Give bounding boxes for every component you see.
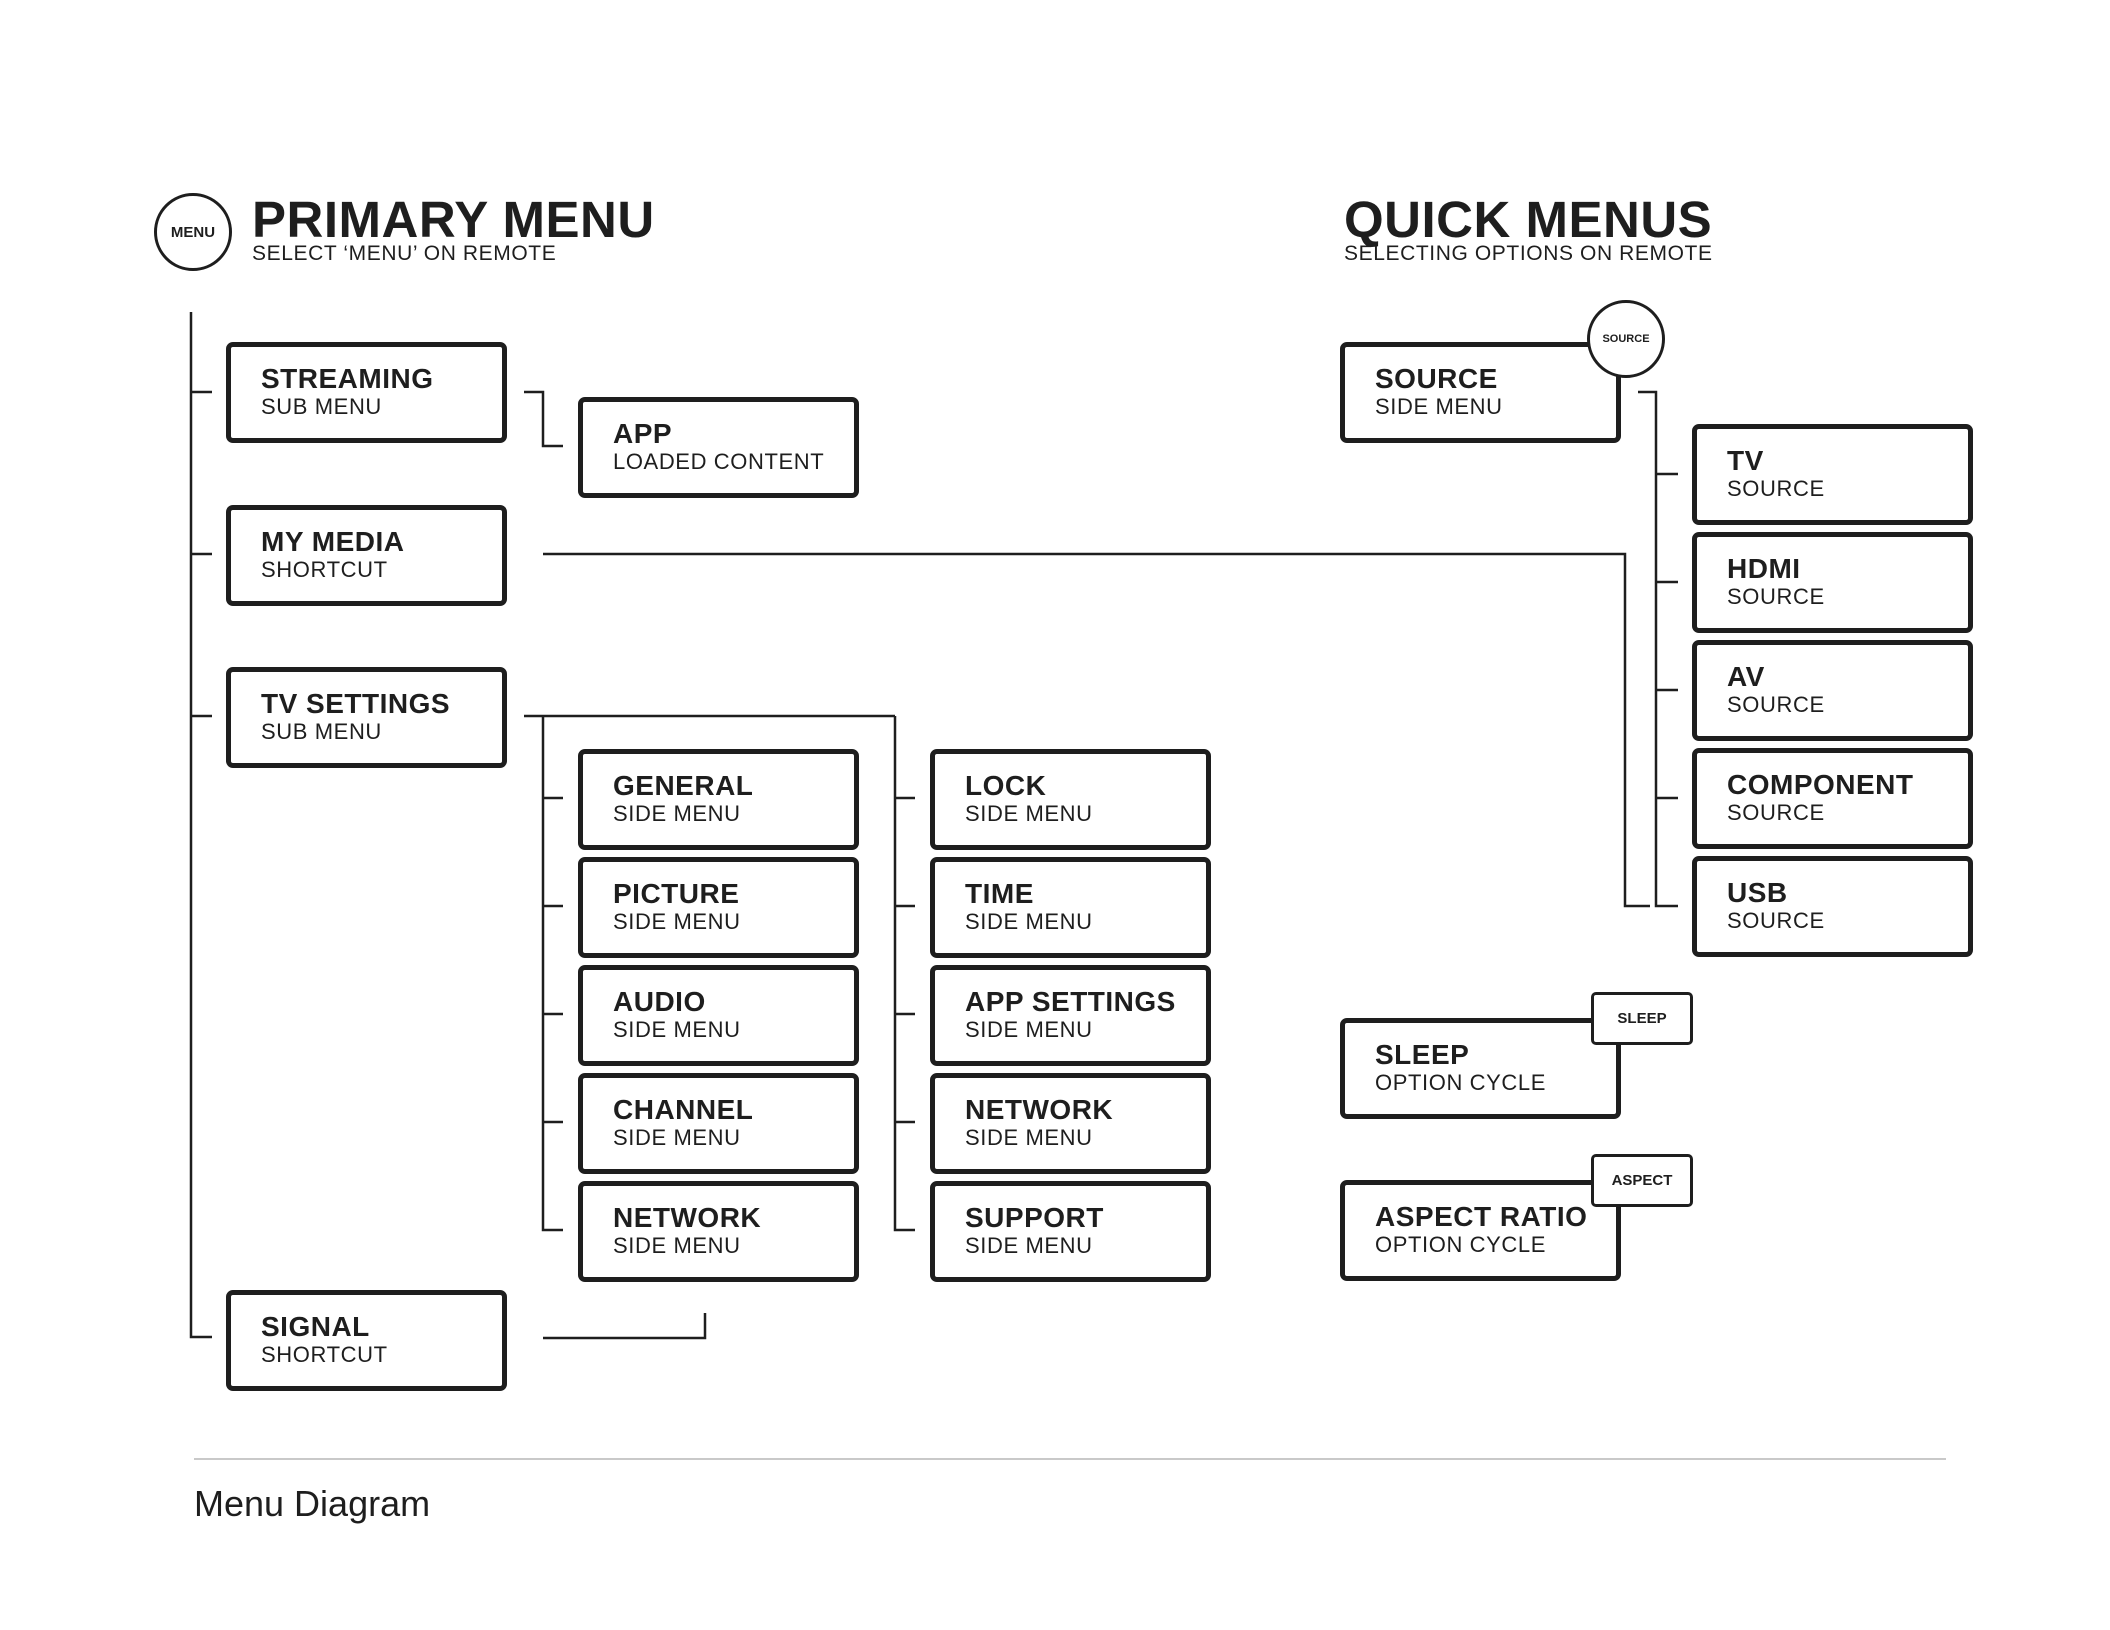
node-subtitle: SIDE MENU: [613, 909, 741, 934]
node-title: CHANNEL: [613, 1094, 754, 1125]
node-title: NETWORK: [965, 1094, 1114, 1125]
node-app: APP LOADED CONTENT: [578, 397, 859, 498]
node-subtitle: SIDE MENU: [965, 1233, 1093, 1258]
node-subtitle: OPTION CYCLE: [1375, 1232, 1547, 1257]
node-subtitle: SOURCE: [1727, 692, 1825, 717]
node-subtitle: SHORTCUT: [261, 557, 388, 582]
node-tv-settings: TV SETTINGS SUB MENU: [226, 667, 507, 768]
node-subtitle: LOADED CONTENT: [613, 449, 825, 474]
node-streaming: STREAMING SUB MENU: [226, 342, 507, 443]
node-title: ASPECT RATIO: [1375, 1201, 1588, 1232]
connector-my-media-usb: [543, 552, 1650, 908]
node-aspect-ratio: ASPECT RATIO OPTION CYCLE: [1340, 1180, 1621, 1281]
node-subtitle: SOURCE: [1727, 476, 1825, 501]
node-title: SOURCE: [1375, 363, 1498, 394]
node-lock: LOCK SIDE MENU: [930, 749, 1211, 850]
node-title: PICTURE: [613, 878, 740, 909]
node-title: COMPONENT: [1727, 769, 1914, 800]
node-picture: PICTURE SIDE MENU: [578, 857, 859, 958]
node-sleep: SLEEP OPTION CYCLE: [1340, 1018, 1621, 1119]
node-title: AV: [1727, 661, 1765, 692]
node-subtitle: SOURCE: [1727, 800, 1825, 825]
aspect-button-icon: ASPECT: [1591, 1154, 1693, 1207]
node-subtitle: SUB MENU: [261, 394, 382, 419]
node-app-settings: APP SETTINGS SIDE MENU: [930, 965, 1211, 1066]
node-subtitle: SIDE MENU: [965, 1125, 1093, 1150]
connector-signal: [543, 1313, 707, 1340]
primary-menu-title: PRIMARY MENU: [252, 191, 655, 248]
node-title: TIME: [965, 878, 1034, 909]
node-time: TIME SIDE MENU: [930, 857, 1211, 958]
primary-trunk-line: [189, 312, 212, 1339]
node-title: HDMI: [1727, 553, 1801, 584]
node-title: TV SETTINGS: [261, 688, 451, 719]
node-signal: SIGNAL SHORTCUT: [226, 1290, 507, 1391]
node-general: GENERAL SIDE MENU: [578, 749, 859, 850]
node-title: APP: [613, 418, 673, 449]
source-button-icon: SOURCE: [1587, 300, 1665, 378]
node-tv-source: TV SOURCE: [1692, 424, 1973, 525]
node-subtitle: SIDE MENU: [1375, 394, 1503, 419]
node-subtitle: OPTION CYCLE: [1375, 1070, 1547, 1095]
node-title: STREAMING: [261, 363, 434, 394]
node-av-source: AV SOURCE: [1692, 640, 1973, 741]
node-title: APP SETTINGS: [965, 986, 1176, 1017]
quick-menus-subtitle: SELECTING OPTIONS ON REMOTE: [1344, 242, 1713, 265]
connector-right-column: [893, 716, 915, 1232]
node-subtitle: SIDE MENU: [965, 1017, 1093, 1042]
node-hdmi-source: HDMI SOURCE: [1692, 532, 1973, 633]
node-source: SOURCE SIDE MENU: [1340, 342, 1621, 443]
node-component-source: COMPONENT SOURCE: [1692, 748, 1973, 849]
node-network-general: NETWORK SIDE MENU: [578, 1181, 859, 1282]
node-subtitle: SIDE MENU: [613, 1017, 741, 1042]
node-subtitle: SUB MENU: [261, 719, 382, 744]
node-title: SIGNAL: [261, 1311, 370, 1342]
node-title: LOCK: [965, 770, 1047, 801]
node-title: NETWORK: [613, 1202, 762, 1233]
node-subtitle: SOURCE: [1727, 584, 1825, 609]
node-subtitle: SIDE MENU: [965, 801, 1093, 826]
node-my-media: MY MEDIA SHORTCUT: [226, 505, 507, 606]
node-title: TV: [1727, 445, 1764, 476]
connector-streaming-app: [524, 390, 563, 448]
node-subtitle: SIDE MENU: [613, 801, 741, 826]
node-audio: AUDIO SIDE MENU: [578, 965, 859, 1066]
node-title: GENERAL: [613, 770, 754, 801]
node-usb-source: USB SOURCE: [1692, 856, 1973, 957]
node-title: SLEEP: [1375, 1039, 1470, 1070]
node-channel: CHANNEL SIDE MENU: [578, 1073, 859, 1174]
node-title: AUDIO: [613, 986, 706, 1017]
node-subtitle: SIDE MENU: [965, 909, 1093, 934]
node-subtitle: SOURCE: [1727, 908, 1825, 933]
quick-menus-title: QUICK MENUS: [1344, 191, 1713, 248]
connector-source-column: [1638, 390, 1678, 908]
node-title: SUPPORT: [965, 1202, 1104, 1233]
sleep-button-icon: SLEEP: [1591, 992, 1693, 1045]
node-subtitle: SHORTCUT: [261, 1342, 388, 1367]
footer-divider: [194, 1458, 1946, 1460]
primary-menu-subtitle: SELECT ‘MENU’ ON REMOTE: [252, 242, 557, 265]
menu-button-icon: MENU: [154, 193, 232, 271]
node-title: MY MEDIA: [261, 526, 405, 557]
node-subtitle: SIDE MENU: [613, 1125, 741, 1150]
connector-left-column: [541, 716, 563, 1232]
node-network-settings: NETWORK SIDE MENU: [930, 1073, 1211, 1174]
node-title: USB: [1727, 877, 1788, 908]
node-subtitle: SIDE MENU: [613, 1233, 741, 1258]
node-support: SUPPORT SIDE MENU: [930, 1181, 1211, 1282]
footer-caption: Menu Diagram: [194, 1483, 431, 1524]
